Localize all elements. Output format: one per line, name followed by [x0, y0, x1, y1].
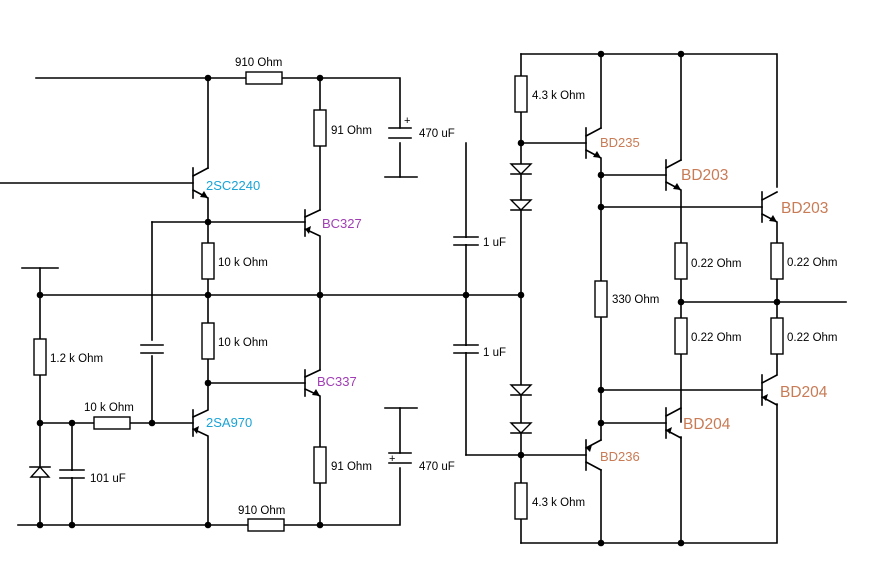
r4k3-bottom-label: 4.3 k Ohm [532, 497, 585, 509]
q-bd204-a-label: BD204 [683, 416, 731, 433]
r022-d-label: 0.22 Ohm [787, 332, 838, 344]
r910-bottom-label: 910 Ohm [238, 505, 285, 517]
component-labels: 910 Ohm 910 Ohm 91 Ohm 91 Ohm 10 k Ohm 1… [50, 57, 838, 517]
transistor-arrows [193, 151, 777, 452]
c470-top-label: 470 uF [419, 128, 455, 140]
c470-bottom-label: 470 uF [419, 461, 455, 473]
capacitor-gap-cover [67, 129, 471, 477]
transistor-labels: 2SC2240 2SA970 BC327 BC337 BD235 BD236 B… [206, 135, 828, 464]
diodes [29, 163, 533, 478]
r10k-upper-label: 10 k Ohm [218, 257, 268, 269]
cap-plus-bottom: + [389, 453, 395, 465]
q-2sc2240-label: 2SC2240 [206, 178, 260, 193]
q-bd203-b-label: BD203 [781, 200, 828, 217]
r910-top-label: 910 Ohm [235, 57, 282, 69]
r330-label: 330 Ohm [612, 294, 659, 306]
wires [0, 53, 847, 544]
r10k-lower-label: 10 k Ohm [218, 337, 268, 349]
r10k-base-label: 10 k Ohm [84, 402, 134, 414]
resistor-bodies [33, 71, 784, 532]
c1u-bottom-label: 1 uF [483, 347, 506, 359]
q-bd203-a-label: BD203 [681, 167, 728, 184]
cap-plus-top: + [404, 115, 410, 127]
r4k3-top-label: 4.3 k Ohm [532, 90, 585, 102]
q-bd204-b-label: BD204 [780, 384, 828, 401]
r022-a-label: 0.22 Ohm [691, 258, 742, 270]
q-2sa970-label: 2SA970 [206, 415, 252, 430]
capacitor-plates [59, 127, 479, 479]
q-bc337-label: BC337 [317, 374, 357, 389]
r91-top-label: 91 Ohm [331, 125, 372, 137]
c101-label: 101 uF [90, 473, 126, 485]
r022-b-label: 0.22 Ohm [787, 257, 838, 269]
r022-c-label: 0.22 Ohm [691, 332, 742, 344]
r91-bottom-label: 91 Ohm [331, 461, 372, 473]
c1u-top-label: 1 uF [483, 237, 506, 249]
r1k2-label: 1.2 k Ohm [50, 353, 103, 365]
q-bc327-label: BC327 [322, 216, 362, 231]
junction-dots [36, 50, 781, 547]
q-bd236-label: BD236 [600, 449, 640, 464]
q-bd235-label: BD235 [600, 135, 640, 150]
